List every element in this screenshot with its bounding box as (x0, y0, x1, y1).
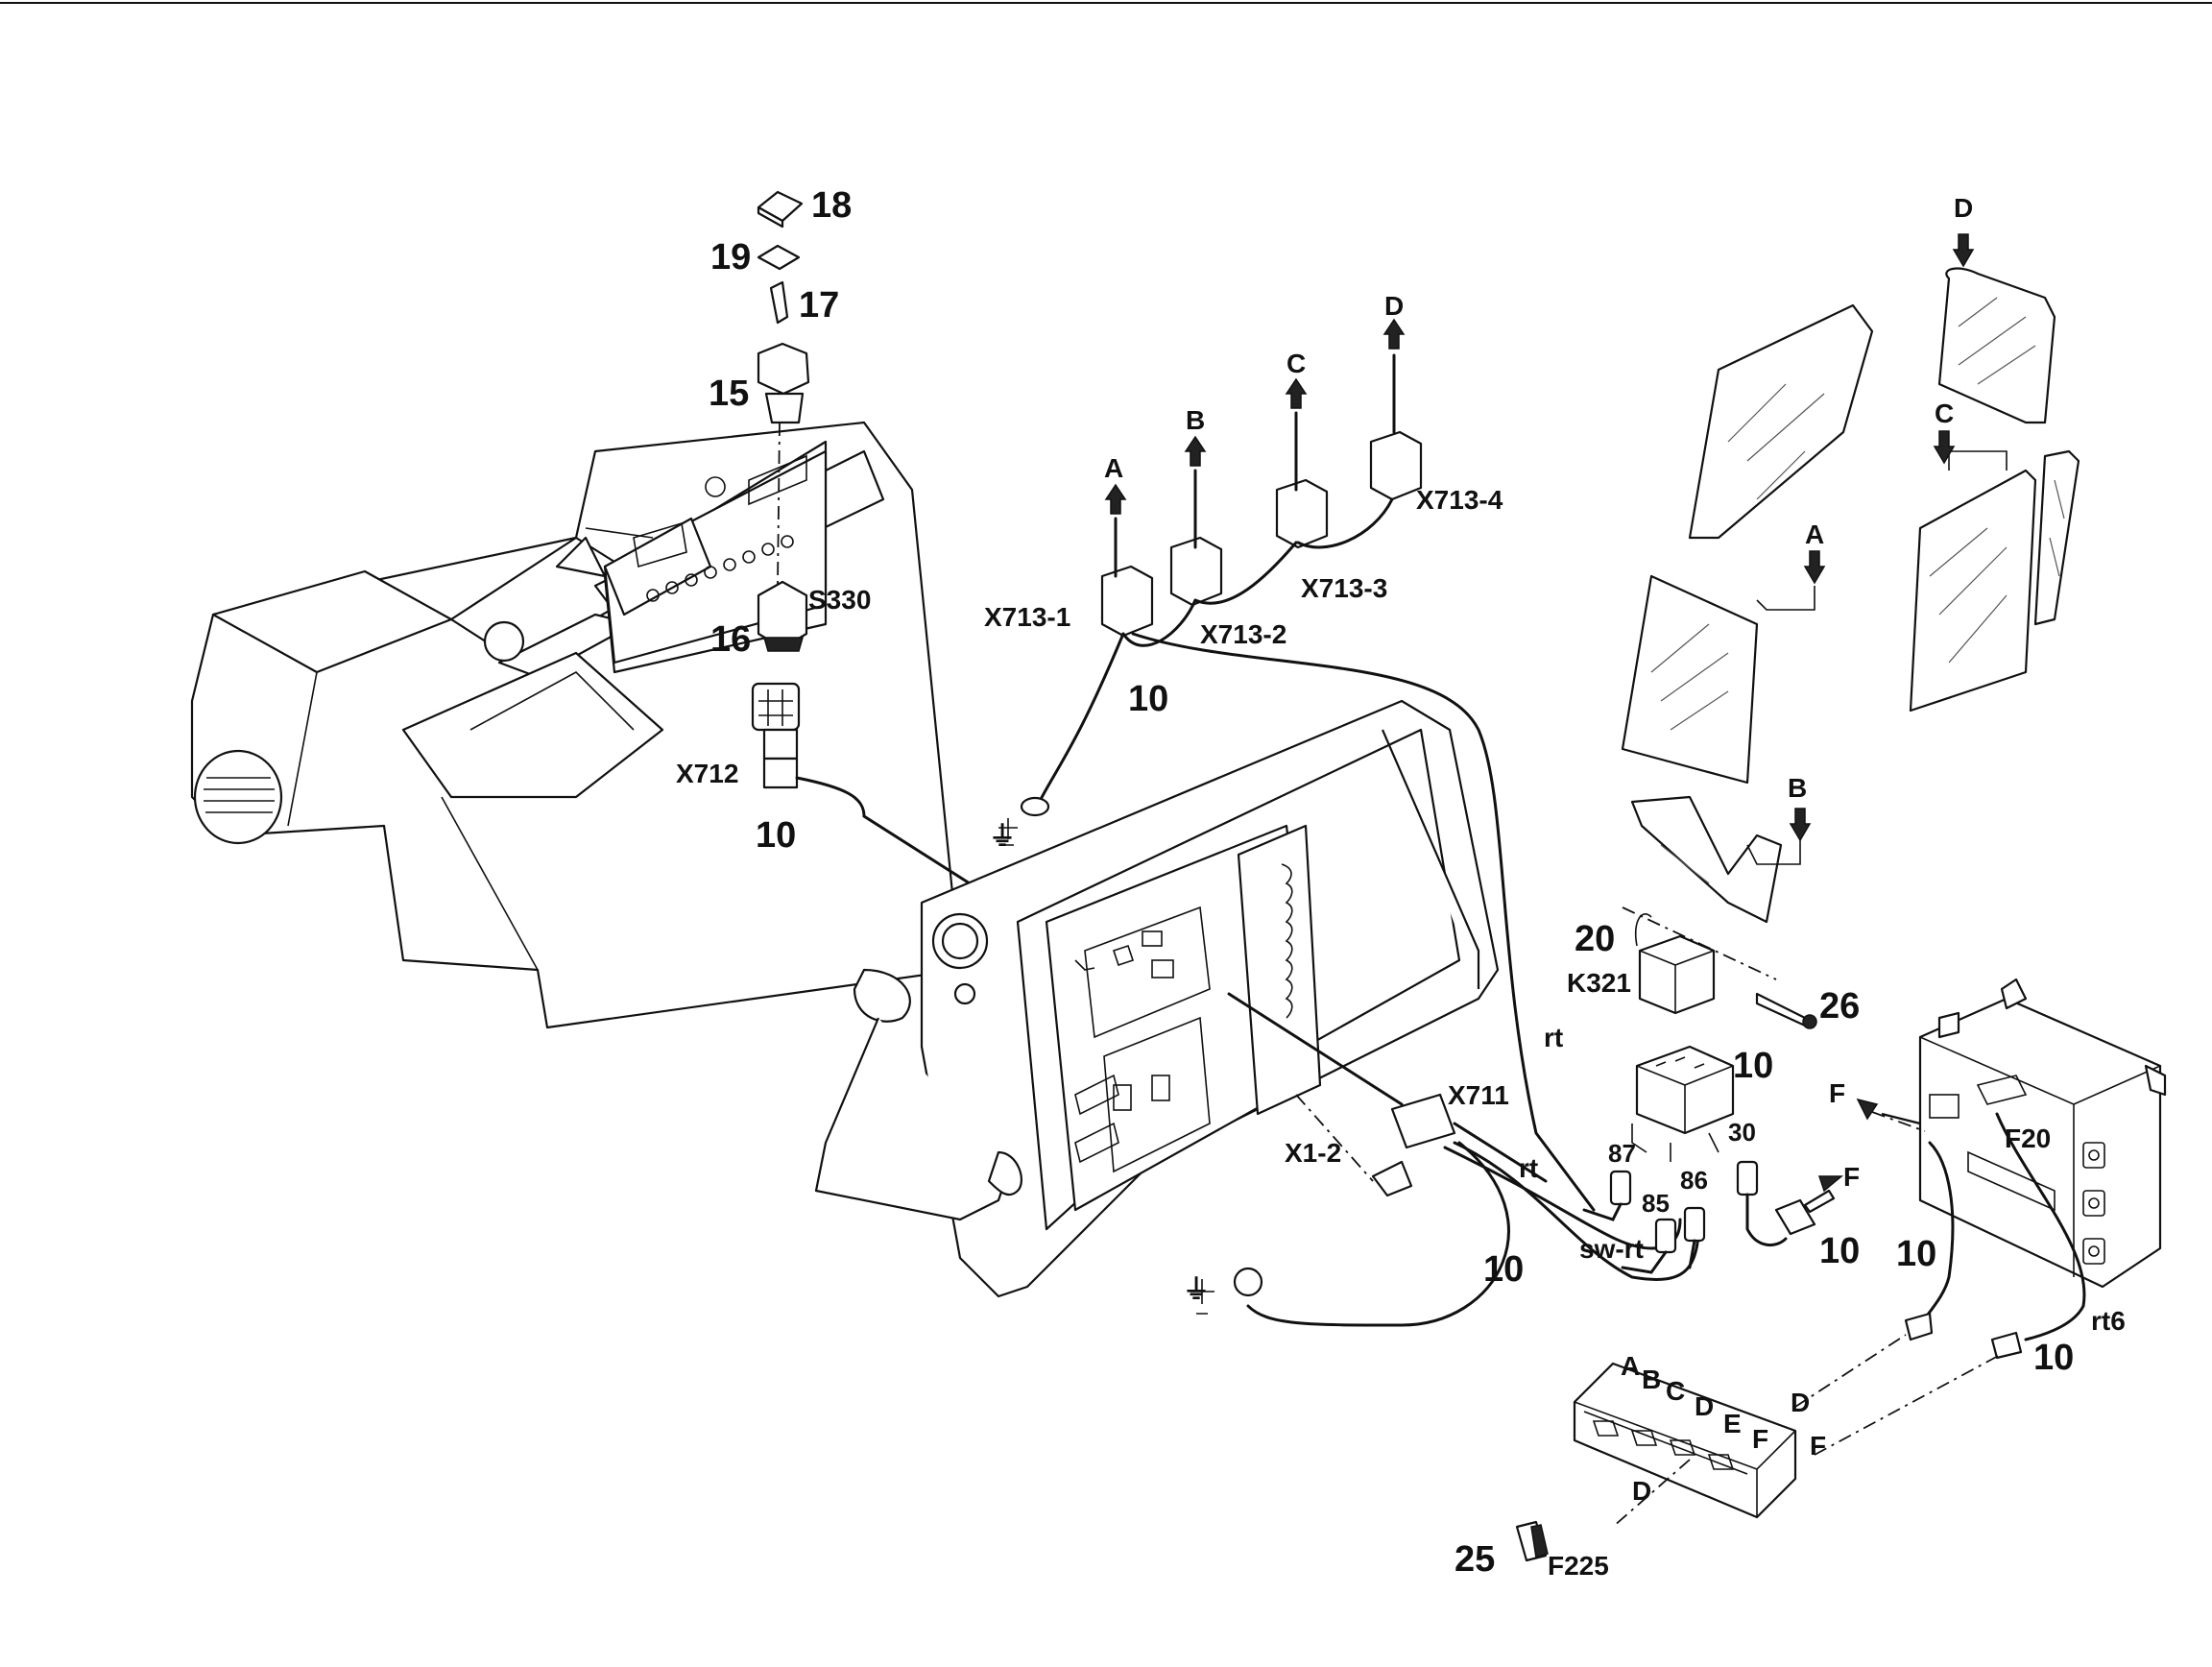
label-ref-f-1: F (1829, 1078, 1845, 1108)
x711-harness (1190, 992, 1701, 1327)
label-ref-c-right: C (1935, 399, 1954, 428)
label-wire-10-center: 10 (1483, 1249, 1524, 1290)
label-part-20: 20 (1575, 919, 1615, 959)
window-panes (1621, 267, 2080, 924)
labels: 18 19 17 15 S330 16 X712 10 A B C D X713… (676, 185, 2126, 1581)
label-part-19: 19 (710, 237, 751, 278)
label-wire-10-x713: 10 (1128, 679, 1168, 719)
arrow-up-icon (1856, 1098, 1879, 1121)
label-x1-2: X1-2 (1285, 1138, 1341, 1168)
label-ref-a-right: A (1805, 519, 1824, 549)
label-wire-10-fusebox-left: 10 (1896, 1234, 1936, 1274)
x713-connectors (1035, 318, 1596, 1212)
ground-x713 (998, 796, 1050, 846)
label-terminal-86: 86 (1680, 1166, 1708, 1195)
label-line-d: D (1791, 1388, 1810, 1417)
left-console (190, 421, 962, 1029)
arrow-up-icon (1789, 808, 1812, 842)
label-ref-d-top: D (1384, 291, 1404, 321)
arrow-up-icon (1933, 430, 1956, 465)
label-wire-10-left: 10 (756, 815, 796, 856)
label-part-17: 17 (799, 285, 839, 326)
fuse-box (1881, 978, 2167, 1360)
label-s330: S330 (808, 585, 871, 615)
switch-assembly (751, 190, 972, 885)
label-strip-d: D (1695, 1391, 1714, 1421)
label-wire-10-terminal: 10 (1819, 1231, 1860, 1271)
label-x713-4: X713-4 (1416, 485, 1503, 515)
label-wire-10-fusebox-right: 10 (2033, 1338, 2074, 1378)
label-line-d-lower: D (1632, 1476, 1651, 1506)
label-terminal-85: 85 (1642, 1189, 1670, 1218)
label-x713-3: X713-3 (1301, 573, 1387, 603)
label-part-25: 25 (1455, 1539, 1495, 1580)
label-part-15: 15 (709, 374, 749, 414)
label-ref-f-2: F (1843, 1162, 1860, 1192)
label-wire-color-sw-rt: sw-rt (1579, 1234, 1644, 1264)
label-ref-d-right: D (1954, 193, 1973, 223)
label-strip-b: B (1642, 1365, 1661, 1394)
label-terminal-30: 30 (1728, 1118, 1756, 1147)
arrow-icons (1789, 233, 1975, 1193)
label-part-26: 26 (1819, 986, 1860, 1027)
label-x713-2: X713-2 (1200, 619, 1286, 649)
label-ref-b-top: B (1186, 405, 1205, 435)
control-housing (814, 699, 1500, 1298)
label-line-f: F (1810, 1431, 1826, 1461)
arrow-up-icon (1803, 550, 1826, 585)
fuse-strip (1515, 1334, 2003, 1562)
label-ref-c-top: C (1286, 349, 1306, 378)
label-k321: K321 (1567, 968, 1631, 998)
label-wire-color-rt-2: rt (1519, 1153, 1538, 1183)
arrow-up-icon (1817, 1175, 1844, 1193)
label-x711: X711 (1448, 1080, 1509, 1110)
label-strip-e: E (1723, 1409, 1742, 1438)
ground-symbol-icon: ⏚ (1183, 1274, 1210, 1304)
relay-base (1582, 1045, 1836, 1274)
ground-symbol-icon: ⏚ (989, 821, 1016, 851)
label-f225: F225 (1548, 1551, 1609, 1581)
label-part-18: 18 (811, 185, 852, 226)
label-x713-1: X713-1 (984, 602, 1070, 632)
arrow-up-icon (1952, 233, 1975, 268)
label-ref-a-top: A (1104, 453, 1123, 483)
label-strip-a: A (1621, 1351, 1640, 1381)
label-strip-f: F (1752, 1424, 1768, 1454)
label-part-16: 16 (710, 619, 751, 660)
label-strip-c: C (1666, 1376, 1685, 1406)
label-f20: F20 (2005, 1123, 2051, 1153)
label-x712: X712 (676, 759, 738, 788)
label-wire-10-relay: 10 (1733, 1046, 1773, 1086)
label-ref-b-right: B (1788, 773, 1807, 803)
label-terminal-87: 87 (1608, 1139, 1636, 1168)
label-wire-color-rt-1: rt (1544, 1023, 1563, 1052)
label-wire-color-rt6: rt6 (2091, 1306, 2126, 1336)
relay-k321 (1622, 906, 1817, 1029)
